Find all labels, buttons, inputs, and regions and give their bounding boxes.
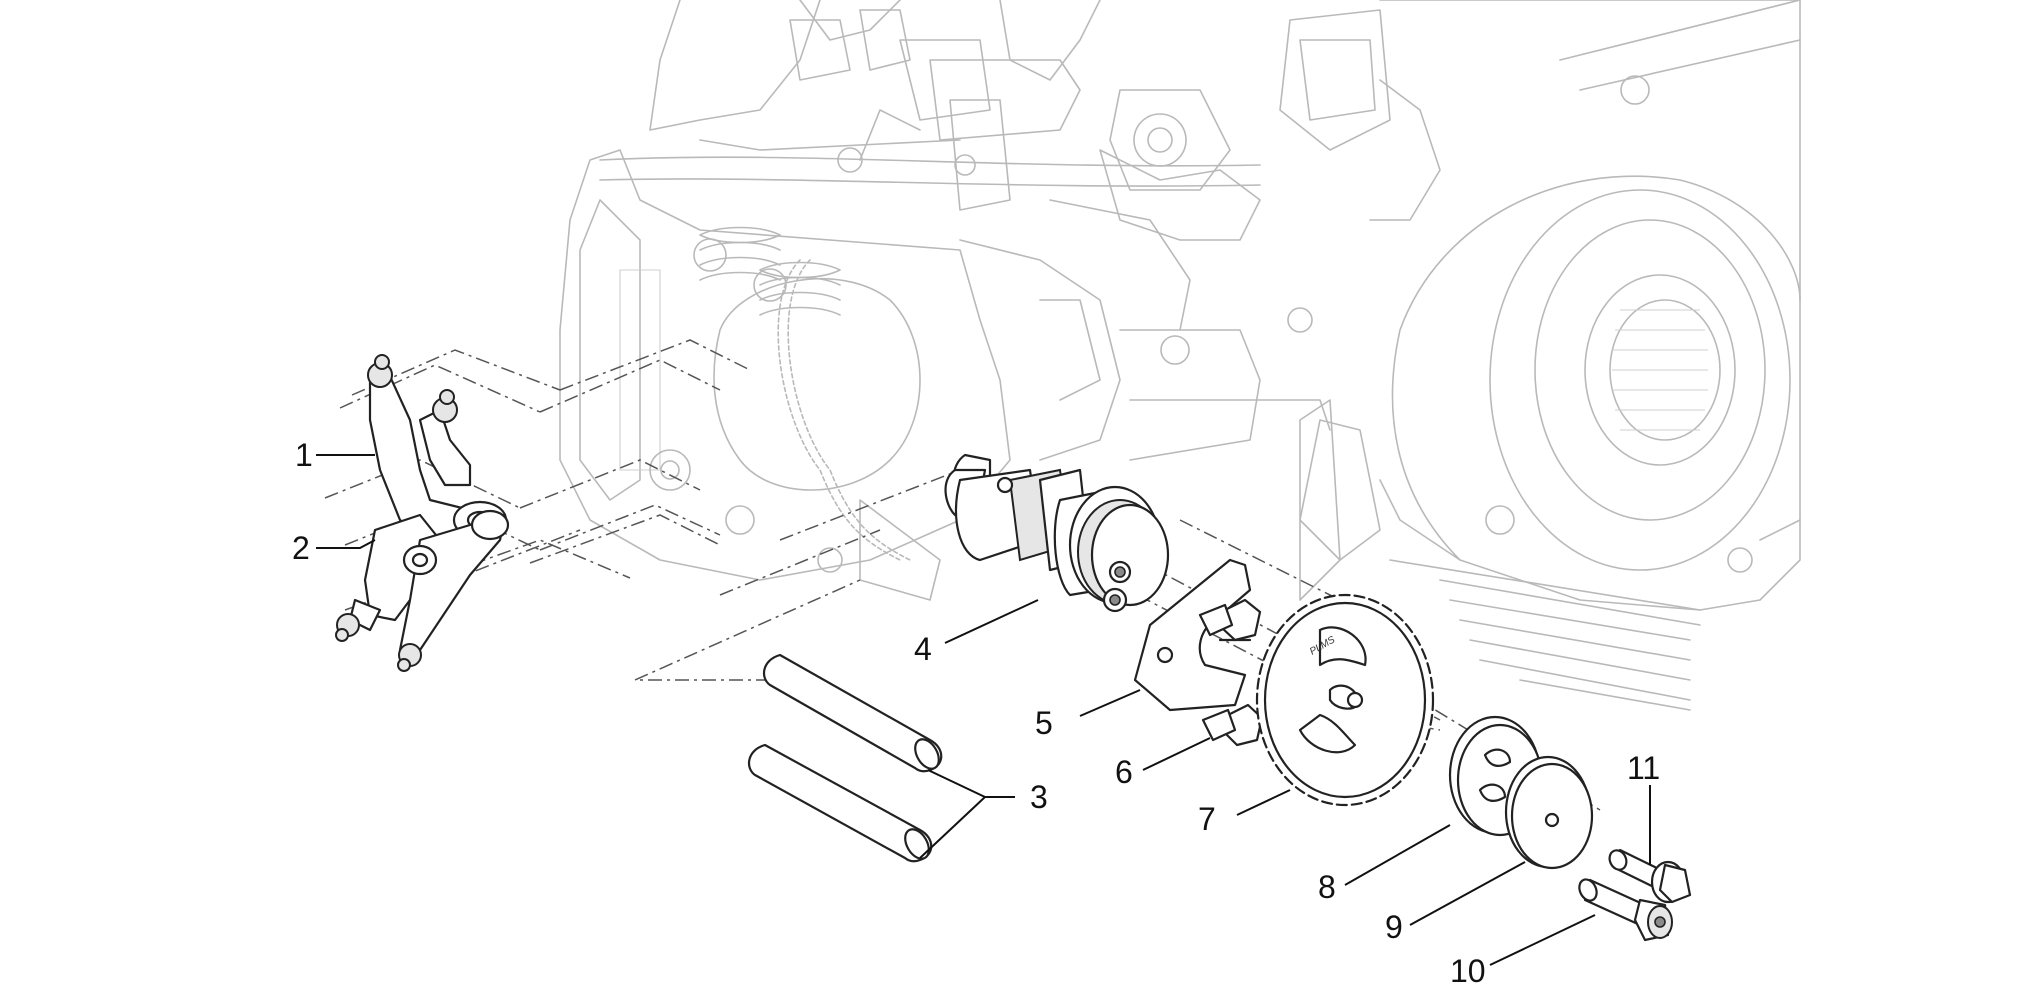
callout-2: 2 [292, 530, 310, 566]
callout-3: 3 [1030, 779, 1048, 815]
callout-7: 7 [1198, 801, 1216, 837]
plate-bracket[interactable] [1133, 558, 1252, 712]
bolt-long[interactable] [1576, 877, 1673, 942]
callout-8: 8 [1318, 869, 1336, 905]
callout-11: 11 [1627, 750, 1660, 786]
disc-slotted[interactable] [1448, 715, 1544, 837]
camshaft[interactable] [944, 453, 1170, 613]
callout-1: 1 [295, 437, 313, 473]
rocker-arm-assembly[interactable] [335, 354, 510, 672]
callout-9: 9 [1385, 909, 1403, 945]
callout-6: 6 [1115, 754, 1133, 790]
disc-washer[interactable] [1504, 755, 1594, 870]
callout-leaders [316, 454, 1651, 966]
variator-cover-background [1379, 0, 1801, 611]
callout-4: 4 [914, 631, 932, 667]
callout-5: 5 [1035, 705, 1053, 741]
pins[interactable] [747, 653, 944, 863]
bolts-small[interactable] [1198, 598, 1264, 747]
cam-sprocket[interactable]: PLMS [1255, 593, 1435, 807]
valve-springs-background [693, 226, 841, 316]
callout-labels: 1 2 3 4 5 6 7 8 9 10 11 [292, 437, 1660, 986]
callout-10: 10 [1450, 953, 1486, 986]
